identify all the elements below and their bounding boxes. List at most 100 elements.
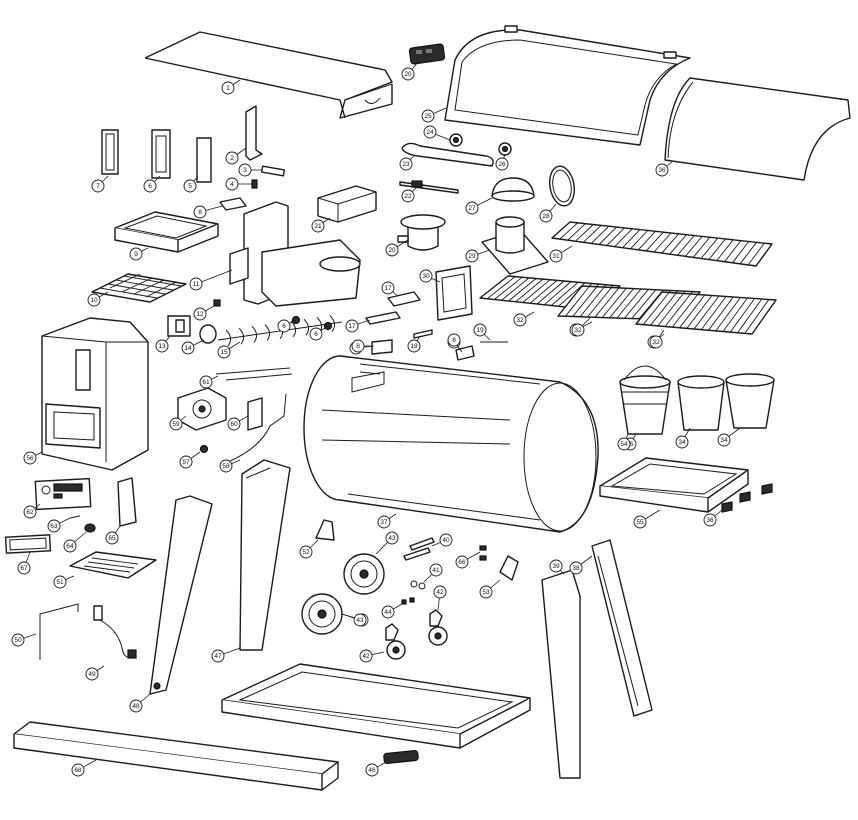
callout-number: 58 [222, 463, 230, 470]
callout-6: 6 [143, 175, 161, 193]
part-controller [34, 477, 92, 511]
part-grate-32c [635, 291, 777, 335]
callout-circle [455, 555, 469, 569]
callout-circle [23, 505, 37, 519]
callout-number: 29 [468, 253, 476, 260]
part-clip-55 [739, 483, 773, 503]
callout-48: 48 [129, 693, 151, 713]
callout-24: 24 [423, 125, 451, 141]
part-wheel-43a [343, 553, 385, 595]
callout-circle [617, 437, 631, 451]
callout-number: 10 [90, 297, 98, 304]
callout-30: 30 [419, 269, 441, 283]
callout-circle [169, 417, 183, 431]
callout-number: 36 [658, 167, 666, 174]
callout-circle [53, 575, 67, 589]
callout-circle [439, 533, 453, 547]
part-wire-harness [215, 367, 293, 381]
callout-6-1: 6 [277, 319, 297, 333]
part-front-shelf [664, 77, 851, 181]
callout-42-12: 42 [359, 649, 385, 663]
callout-41: 41 [423, 563, 443, 583]
callout-circle [421, 109, 435, 123]
part-screw-4 [251, 179, 258, 189]
callout-40: 40 [431, 533, 453, 547]
callout-number: 67 [20, 565, 28, 572]
callout-44: 44 [381, 603, 403, 619]
part-chimney [481, 216, 549, 275]
callout-number: 38 [572, 565, 580, 572]
callout-32-8: 32 [649, 329, 665, 349]
callout-28: 28 [539, 203, 557, 223]
callout-4: 4 [225, 177, 252, 191]
callout-circle [219, 459, 233, 473]
callout-21: 21 [311, 217, 331, 233]
callout-61: 61 [199, 375, 219, 389]
callout-number: 6 [148, 183, 152, 190]
callout-number: 9 [134, 251, 138, 258]
part-fan-bracket [247, 397, 263, 431]
callout-circle [385, 243, 399, 257]
callout-34-10: 34 [717, 427, 741, 447]
callout-number: 43 [388, 535, 396, 542]
part-motor-bushing [199, 324, 217, 344]
callout-number: 68 [74, 767, 82, 774]
part-wheel-43b [301, 593, 343, 635]
part-latch-3 [260, 165, 286, 177]
callout-8-5: 8 [447, 333, 461, 351]
part-grommet-64 [84, 523, 96, 533]
part-fire-grate-10 [91, 273, 187, 303]
part-bolts-44 [401, 597, 415, 605]
callout-32: 32 [513, 311, 535, 327]
callout-circle [539, 209, 553, 223]
part-screw-8 [213, 299, 221, 307]
callout-12: 12 [193, 305, 215, 321]
callout-number: 15 [220, 349, 228, 356]
part-panel-7 [101, 129, 119, 175]
callout-number: 17 [384, 285, 392, 292]
part-clip-36 [721, 501, 733, 513]
callout-circle [143, 179, 157, 193]
callout-20: 20 [401, 61, 419, 81]
part-clip-17b [365, 311, 401, 325]
callout-15: 15 [217, 341, 241, 359]
callout-19: 19 [407, 335, 421, 353]
callout-8: 8 [193, 205, 223, 219]
part-bucket-53 [619, 365, 671, 435]
callout-number: 19 [476, 327, 484, 334]
callout-number: 25 [424, 113, 432, 120]
callout-circle [199, 375, 213, 389]
callout-number: 1 [226, 85, 230, 92]
part-square-gasket [435, 265, 473, 321]
callout-26: 26 [495, 153, 509, 171]
callout-number: 66 [458, 559, 466, 566]
part-upper-grate-31 [551, 221, 773, 267]
part-drip-tray [114, 211, 219, 253]
callout-circle [381, 605, 395, 619]
callout-number: 59 [172, 421, 180, 428]
callout-circle [399, 157, 413, 171]
callout-number: 39 [552, 563, 560, 570]
callout-52: 52 [299, 539, 319, 559]
callout-27: 27 [465, 197, 493, 215]
callout-circle [655, 163, 669, 177]
part-handle-grip [383, 749, 419, 765]
callout-circle [675, 435, 689, 449]
part-power-cord [93, 605, 137, 659]
part-hopper-lid [144, 31, 393, 119]
callout-circle [183, 179, 197, 193]
callout-number: 23 [402, 161, 410, 168]
callout-number: 32 [574, 327, 582, 334]
part-gasket-ring [548, 165, 576, 207]
callout-68: 68 [71, 759, 97, 777]
callout-42: 42 [433, 585, 447, 611]
part-cooking-barrel [303, 355, 599, 533]
callout-number: 42 [362, 653, 370, 660]
part-bucket-54b [725, 373, 775, 429]
callout-number: 54 [620, 441, 628, 448]
callout-circle [703, 513, 717, 527]
callout-circle [23, 451, 37, 465]
callout-circle [465, 201, 479, 215]
callout-circle [225, 151, 239, 165]
